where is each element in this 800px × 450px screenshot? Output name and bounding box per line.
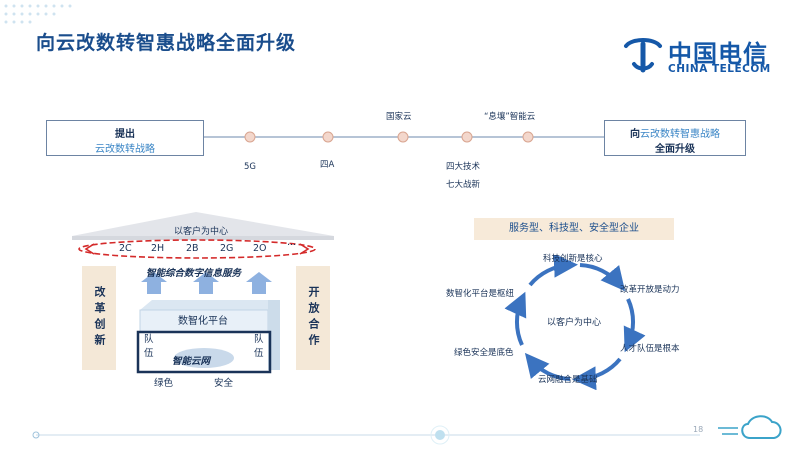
bottom-label-green: 绿色 (154, 378, 174, 389)
timeline-end-box: 向云改数转智惠战略 全面升级 (604, 120, 746, 156)
segment-2g: 2G (220, 243, 234, 254)
timeline-label-strategy: 七大战新 (446, 180, 481, 190)
house-top-label: 以客户为中心 (174, 227, 229, 237)
timeline-label-cloud: 国家云 (386, 112, 412, 122)
timeline-start-box: 提出 云改数转战略 (46, 120, 204, 156)
cycle-item-cloudnet: 云网融合是基础 (538, 375, 598, 385)
cycle-ring (504, 255, 646, 390)
start-box-line2: 云改数转战略 (95, 144, 155, 155)
cycle-item-innovation: 科技创新是核心 (543, 254, 603, 264)
logo-english: CHINA TELECOM (668, 63, 771, 75)
cycle-item-platform: 数智化平台是枢纽 (446, 289, 515, 299)
cycle-item-reform: 改革开放是动力 (620, 285, 680, 295)
right-team-label: 队伍 (254, 334, 264, 359)
timeline-node-4a (322, 131, 334, 143)
bottom-decoration (32, 415, 782, 445)
end-box-prefix: 向 (630, 129, 640, 140)
timeline-label-4a: 四A (320, 160, 335, 170)
corner-decoration (4, 4, 72, 24)
left-team-label: 队伍 (144, 334, 154, 359)
segment-2c: 2C (119, 243, 132, 254)
segment-2h: 2H (151, 243, 165, 254)
platform-label: 数智化平台 (178, 316, 228, 327)
start-box-line1: 提出 (115, 129, 135, 140)
house-diagram (72, 212, 334, 374)
cycle-item-green: 绿色安全是底色 (454, 348, 514, 358)
timeline-label-tech: 四大技术 (446, 162, 481, 172)
page-number: 18 (693, 425, 704, 434)
timeline-label-5g: 5G (244, 162, 256, 172)
timeline-graphic (203, 131, 604, 143)
logo-chinese: 中国电信 (668, 40, 768, 68)
end-box-highlight: 云改数转智惠战略 (640, 129, 720, 140)
timeline-label-xirang: “息壤”智能云 (484, 112, 536, 122)
china-telecom-logo-icon (624, 38, 662, 73)
segment-2o: 2O (253, 243, 267, 254)
right-panel-open: 开放合作 (296, 266, 330, 370)
cycle-item-talent: 人才队伍是根本 (620, 344, 680, 354)
segment-ellipsis: ··· (287, 240, 297, 251)
timeline-node-xirang (522, 131, 534, 143)
segment-2b: 2B (186, 243, 199, 254)
left-panel-reform: 改革创新 (82, 266, 116, 370)
timeline-node-tech (461, 131, 473, 143)
end-box-line2: 全面升级 (655, 144, 695, 155)
timeline-node-cloud (397, 131, 409, 143)
service-label: 智能综合数字信息服务 (146, 268, 242, 279)
net-label: 智能云网 (172, 356, 211, 367)
enterprise-banner: 服务型、科技型、安全型企业 (474, 218, 674, 240)
bottom-label-security: 安全 (214, 378, 234, 389)
cycle-center: 以客户为中心 (547, 318, 602, 328)
page-title: 向云改数转智惠战略全面升级 (36, 32, 297, 54)
timeline-node-5g (244, 131, 256, 143)
